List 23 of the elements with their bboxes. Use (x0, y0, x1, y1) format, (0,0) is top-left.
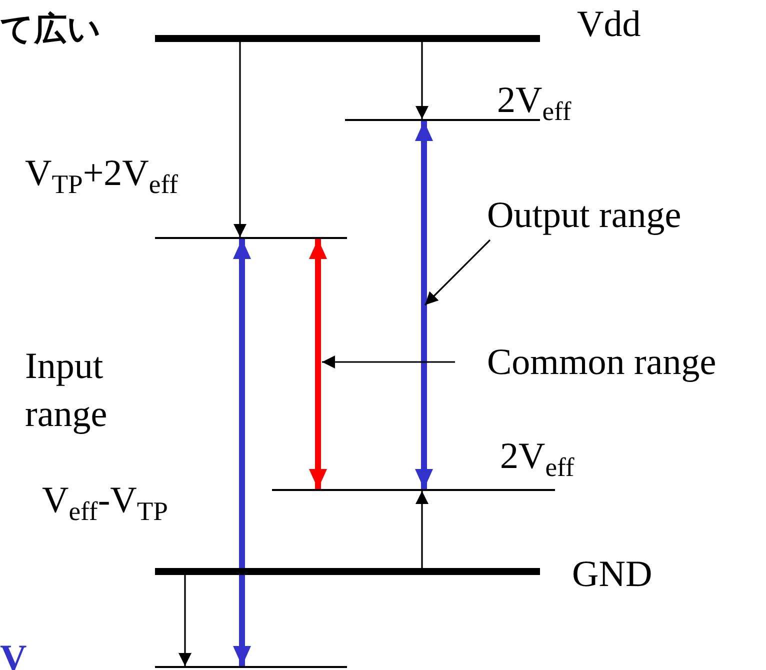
range-label: Common range (487, 342, 716, 385)
arrow (416, 42, 428, 119)
level-label: V$_{TP}$+2V$_{eff}$ (25, 153, 178, 200)
arrow (234, 42, 246, 237)
level-label: V$_{eff}$-V$_{TP}$ (42, 480, 168, 527)
heading-fragment: て広い (0, 10, 101, 48)
range-label: Output range (487, 195, 682, 238)
rail-label: GND (572, 554, 652, 597)
leader-line (322, 356, 455, 368)
level-line (272, 489, 555, 491)
level-line (155, 237, 347, 239)
level-label: 2V$_{eff}$ (497, 80, 572, 127)
double-arrow (415, 121, 433, 489)
double-arrow (233, 239, 251, 666)
level-line (155, 666, 347, 668)
rail-label: Vdd (577, 4, 641, 47)
range-label: Input range (25, 345, 108, 438)
leader-line (424, 239, 491, 306)
arrow (416, 491, 428, 568)
arrow (178, 575, 192, 666)
double-arrow (309, 239, 327, 489)
level-label: 2V$_{eff}$ (500, 436, 574, 483)
level-line (345, 119, 540, 121)
